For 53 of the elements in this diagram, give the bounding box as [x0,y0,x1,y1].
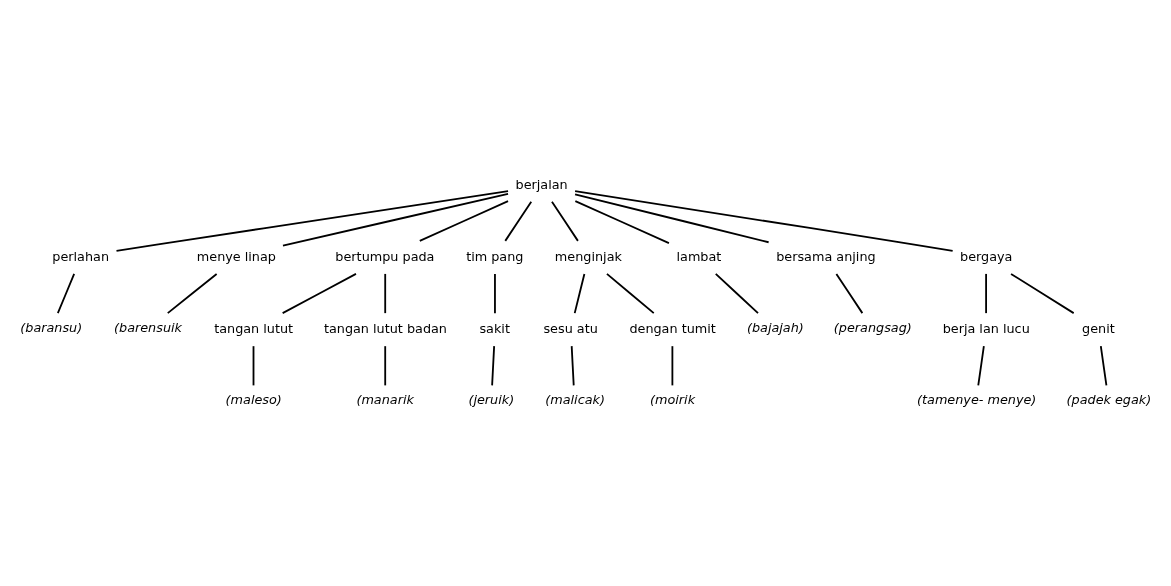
connector [1099,344,1108,386]
node-text: (moirik [649,391,696,407]
node-text: bergaya [960,248,1013,264]
node-text: menginjak [554,248,622,264]
connector [551,200,579,242]
node-text: menye linap [196,248,276,264]
node-text: (bajajah) [746,319,804,335]
connector [491,344,496,386]
node-text: dengan tumit [629,320,716,336]
node-text: (maleso) [225,391,282,407]
connector [56,272,76,314]
node-text: (manarik [356,391,414,407]
node-text: (padek egak) [1066,391,1152,407]
connector [115,189,509,252]
connector [714,272,759,314]
connector [384,272,387,314]
node-text: sesu atu [543,320,598,336]
node-text: tim pang [466,248,524,264]
connector [574,192,770,243]
connector [573,272,586,314]
node-text: berja lan lucu [942,320,1030,336]
node-text: (barensuik [114,319,182,335]
connector [494,272,496,314]
node-text: (baransu) [20,319,83,335]
connector [671,344,674,386]
node-text: tangan lutut badan [323,320,447,336]
node-text: perlahan [52,248,110,264]
node-text: bersama anjing [776,248,876,264]
connector [252,344,255,386]
connector [835,272,864,314]
connector [574,199,670,244]
connector [570,344,575,386]
connector [985,272,987,314]
connector [1010,272,1075,314]
node-text: berjalan [515,176,568,191]
connector [504,200,533,242]
node-text: lambat [676,248,722,264]
connector [281,272,357,314]
connector [384,344,387,386]
node-text: tangan lutut [214,320,294,336]
connector [606,272,655,314]
node-text: (tamenye- menye) [917,391,1037,407]
node-text: sakit [479,320,510,336]
connector [282,192,509,247]
connector [418,199,509,242]
node-text: bertumpu pada [335,248,435,264]
node-text: (malicak) [545,391,605,407]
node-text: genit [1082,320,1115,336]
node-text: (perangsag) [833,319,912,335]
connector [166,272,218,314]
connector [574,189,954,252]
connector [977,344,985,386]
node-text: (jeruik) [468,391,515,407]
